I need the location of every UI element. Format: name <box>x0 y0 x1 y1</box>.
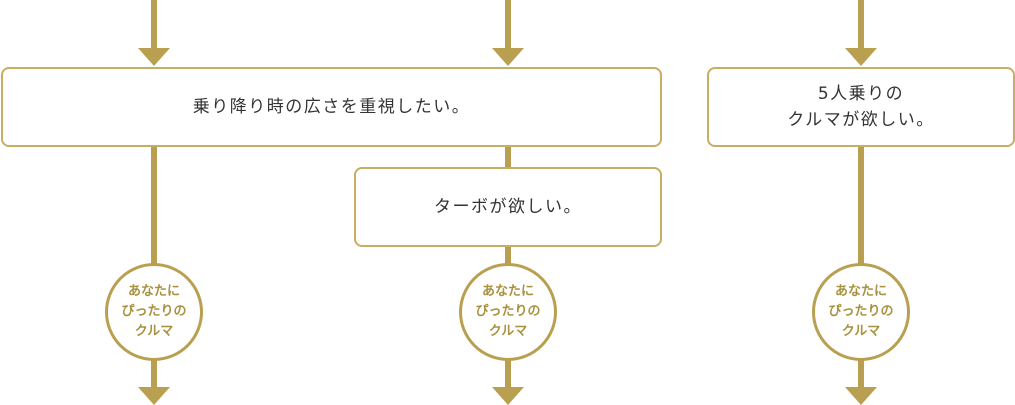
step-five-seat-line1: 5人乗りの <box>817 84 905 104</box>
step-spacious-entry: 乗り降り時の広さを重視したい。 <box>1 67 662 147</box>
connector-line <box>151 146 157 266</box>
arrow-down-icon <box>492 48 524 66</box>
result-line3: クルマ <box>488 324 528 339</box>
connector-line <box>505 146 511 170</box>
arrow-down-icon <box>845 48 877 66</box>
result-line2: ぴったりの <box>475 304 541 319</box>
arrow-down-icon <box>138 387 170 405</box>
connector-line <box>505 358 511 390</box>
connector-line <box>505 245 511 266</box>
step-spacious-label: 乗り降り時の広さを重視したい。 <box>192 97 471 117</box>
result-circle[interactable]: あなたに ぴったりの クルマ <box>459 263 557 361</box>
arrow-down-icon <box>138 48 170 66</box>
connector-line <box>858 0 864 50</box>
result-line2: ぴったりの <box>121 304 187 319</box>
connector-line <box>858 358 864 390</box>
step-five-seat-line2: クルマが欲しい。 <box>787 110 935 130</box>
arrow-down-icon <box>845 387 877 405</box>
result-line1: あなたに <box>127 284 180 299</box>
result-line1: あなたに <box>834 284 887 299</box>
arrow-down-icon <box>492 387 524 405</box>
result-line1: あなたに <box>481 284 534 299</box>
connector-line <box>151 358 157 390</box>
connector-line <box>858 146 864 266</box>
result-circle[interactable]: あなたに ぴったりの クルマ <box>105 263 203 361</box>
step-turbo-label: ターボが欲しい。 <box>434 197 582 217</box>
result-line3: クルマ <box>841 324 881 339</box>
step-turbo: ターボが欲しい。 <box>354 167 662 247</box>
result-circle[interactable]: あなたに ぴったりの クルマ <box>812 263 910 361</box>
step-five-seat: 5人乗りの クルマが欲しい。 <box>707 67 1015 147</box>
connector-line <box>151 0 157 50</box>
result-line3: クルマ <box>134 324 174 339</box>
result-line2: ぴったりの <box>828 304 894 319</box>
connector-line <box>505 0 511 50</box>
